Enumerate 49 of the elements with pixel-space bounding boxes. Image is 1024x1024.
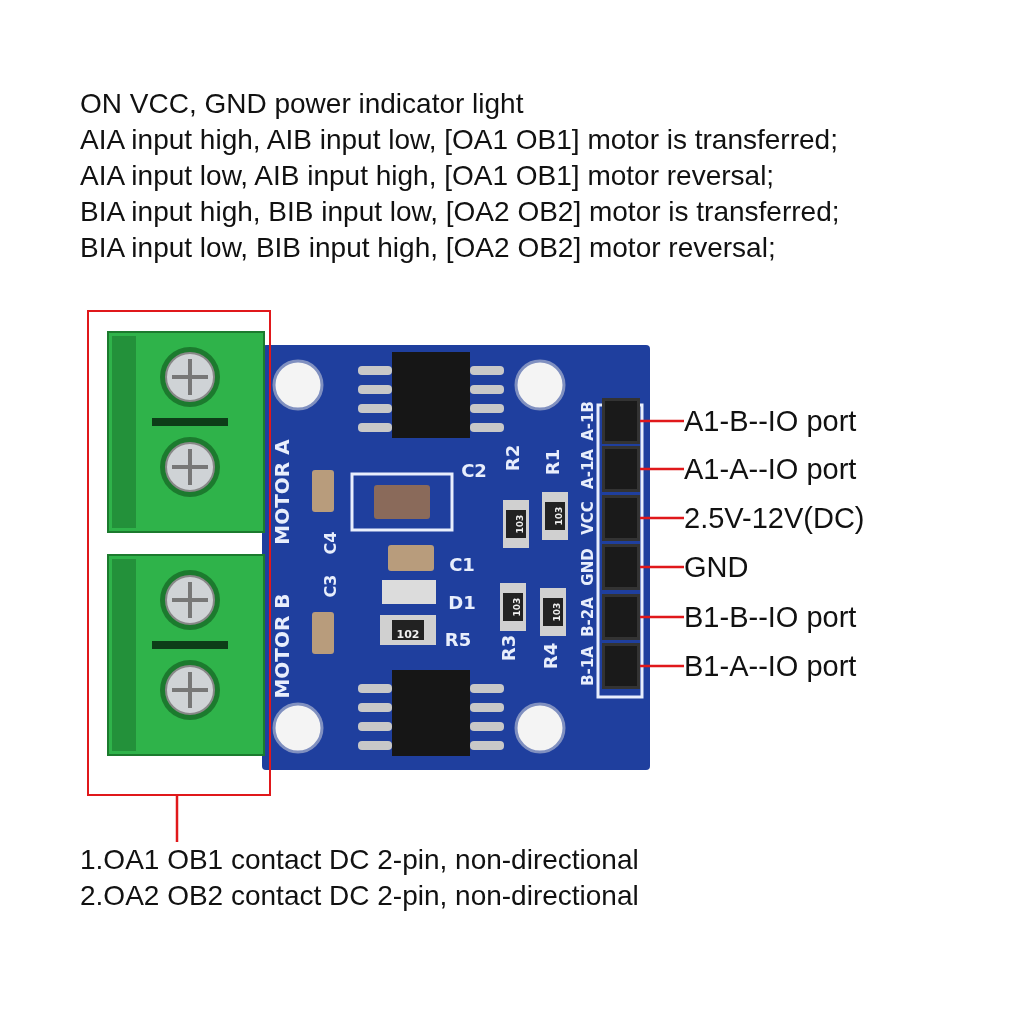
leader-line <box>640 467 684 471</box>
description-line: BIA input low, BIB input high, [OA2 OB2] motor reversal; <box>80 231 776 265</box>
silkscreen-label: A-1A <box>579 449 597 489</box>
header-pin <box>602 643 640 689</box>
leader-line <box>640 664 684 668</box>
header-pin <box>602 594 640 640</box>
description-line: ON VCC, GND power indicator light <box>80 87 524 121</box>
leader-line <box>640 419 684 423</box>
header-pin <box>602 446 640 492</box>
header-pin <box>602 398 640 444</box>
silkscreen-label: MOTOR A <box>270 439 294 545</box>
resistor-code: 103 <box>512 597 522 617</box>
pin-label: A1-A--IO port <box>684 451 857 487</box>
silkscreen-label: B-1A <box>579 646 597 686</box>
pin-label: B1-A--IO port <box>684 648 857 684</box>
leader-line <box>640 615 684 619</box>
silkscreen-label: VCC <box>579 501 597 535</box>
resistor-code: 103 <box>515 514 525 534</box>
description-line: AIA input high, AIB input low, [OA1 OB1] motor is transferred; <box>80 123 838 157</box>
silkscreen-label: C2 <box>461 459 487 481</box>
pin-label: B1-B--IO port <box>684 599 857 635</box>
resistor-code: 102 <box>396 627 420 641</box>
silkscreen-label: C1 <box>449 553 475 575</box>
pin-label: 2.5V-12V(DC) <box>684 500 865 536</box>
silkscreen-label: B-2A <box>579 597 597 637</box>
description-line: AIA input low, AIB input high, [OA1 OB1] motor reversal; <box>80 159 775 193</box>
silkscreen-label: R3 <box>497 634 519 662</box>
silkscreen-label: D1 <box>448 591 476 613</box>
resistor-code: 103 <box>554 506 564 526</box>
silkscreen-label: GND <box>579 548 597 586</box>
silkscreen-label: R4 <box>539 642 561 670</box>
header-pin <box>602 544 640 590</box>
silkscreen-label: C3 <box>320 574 340 598</box>
silkscreen-label: R1 <box>541 448 563 476</box>
pin-label: GND <box>684 549 749 585</box>
terminal-note: 1.OA1 OB1 contact DC 2-pin, non-directional 2.OA2 OB2 contact DC 2-pin, non-directional <box>80 842 800 916</box>
pin-label: A1-B--IO port <box>684 403 857 439</box>
leader-line <box>175 796 179 842</box>
silkscreen-label: C4 <box>320 531 340 555</box>
leader-line <box>640 516 684 520</box>
silkscreen-label: MOTOR B <box>270 593 294 699</box>
silkscreen-label: R2 <box>501 444 523 472</box>
silkscreen-label: R5 <box>444 628 472 650</box>
description-line: BIA input high, BIB input low, [OA2 OB2] motor is transferred; <box>80 195 840 229</box>
highlight-frame <box>87 310 271 796</box>
resistor-code: 103 <box>552 602 562 622</box>
leader-line <box>640 565 684 569</box>
silkscreen-label: A-1B <box>579 401 597 441</box>
header-pin <box>602 495 640 541</box>
